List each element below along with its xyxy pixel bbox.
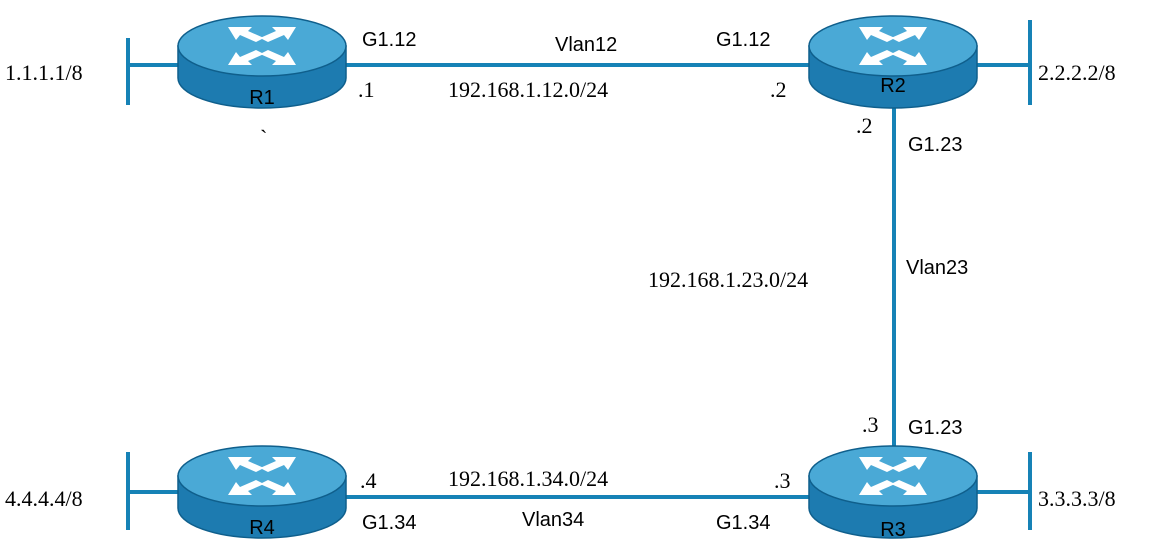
- router-r4[interactable]: R4: [177, 445, 347, 539]
- r4-host: .4: [360, 468, 377, 493]
- r3-interface-g1-34: G1.34: [716, 512, 770, 534]
- router-label-r4: R4: [249, 517, 275, 539]
- loopback-r4: 4.4.4.4/8: [5, 486, 83, 511]
- router-r3[interactable]: R3: [808, 445, 978, 541]
- r3-host-23: .3: [862, 412, 879, 437]
- r2-host-12: .2: [770, 77, 787, 102]
- router-r1[interactable]: R1: [177, 15, 347, 109]
- subnet-23-label: 192.168.1.23.0/24: [648, 267, 808, 292]
- loopback-r1: 1.1.1.1/8: [5, 60, 83, 85]
- r3-interface-g1-23: G1.23: [908, 417, 962, 439]
- router-label-r2: R2: [880, 75, 906, 97]
- vlan23-label: Vlan23: [906, 257, 968, 279]
- router-label-r1: R1: [249, 87, 275, 109]
- vlan12-label: Vlan12: [555, 34, 617, 56]
- r1-host: .1: [358, 77, 375, 102]
- loopback-r3: 3.3.3.3/8: [1038, 486, 1116, 511]
- loopback-r2: 2.2.2.2/8: [1038, 60, 1116, 85]
- subnet-34-label: 192.168.1.34.0/24: [448, 466, 608, 491]
- loopback-stub-r4: [126, 452, 182, 530]
- router-r2[interactable]: R2: [808, 15, 978, 109]
- r2-interface-g1-23: G1.23: [908, 134, 962, 156]
- loopback-stub-r2: [975, 20, 1032, 105]
- r2-interface-g1-12: G1.12: [716, 29, 770, 51]
- loopback-stub-r3: [975, 452, 1032, 530]
- loopback-stub-r1: [126, 38, 182, 105]
- r1-interface: G1.12: [362, 29, 416, 51]
- r4-interface: G1.34: [362, 512, 416, 534]
- stray-backtick-mark: `: [260, 125, 267, 150]
- r2-host-23: .2: [856, 113, 873, 138]
- vlan34-label: Vlan34: [522, 509, 584, 531]
- r3-host-34: .3: [774, 468, 791, 493]
- subnet-12-label: 192.168.1.12.0/24: [448, 77, 608, 102]
- router-label-r3: R3: [880, 519, 906, 541]
